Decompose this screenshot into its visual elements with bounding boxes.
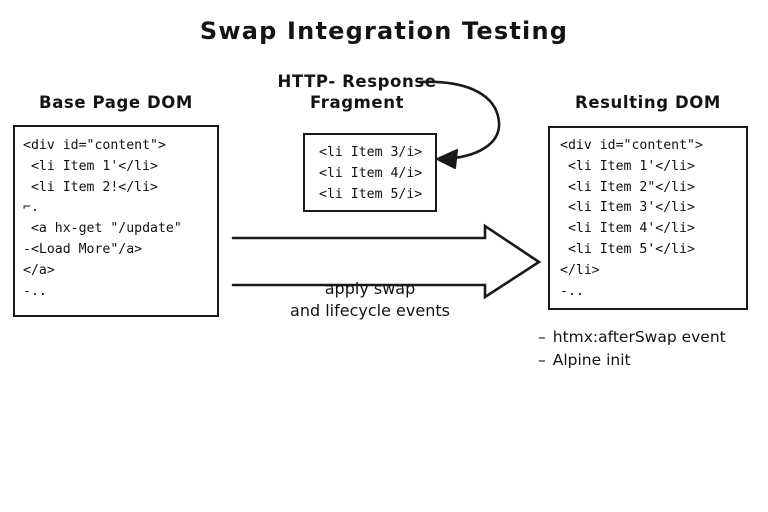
lifecycle-notes-list: – htmx:afterSwap event – Alpine init	[538, 326, 763, 372]
apply-swap-caption-line-2: and lifecycle events	[290, 301, 450, 320]
base-page-dom-box: <div id="content"> <li Item 1'</li> <li …	[13, 125, 219, 317]
resulting-dom-box: <div id="content"> <li Item 1'</li> <li …	[548, 126, 748, 310]
apply-swap-caption-line-1: apply swap	[324, 279, 416, 298]
note-after-swap-event: htmx:afterSwap event	[552, 328, 726, 346]
resulting-dom-code: <div id="content"> <li Item 1'</li> <li …	[560, 138, 703, 299]
page-title: Swap Integration Testing	[199, 17, 569, 45]
resulting-dom-heading: Resulting DOM	[575, 93, 721, 112]
apply-swap-caption: apply swap and lifecycle events	[235, 278, 505, 322]
bullet-dash-icon: –	[538, 351, 546, 369]
http-response-fragment-code: <li Item 3/i> <li Item 4/i> <li Item 5/i…	[319, 145, 423, 202]
base-page-dom-code: <div id="content"> <li Item 1'</li> <li …	[23, 138, 182, 299]
fragment-heading-line-1: HTTP- Response	[277, 72, 437, 91]
list-item: – Alpine init	[538, 349, 763, 372]
note-alpine-init: Alpine init	[552, 351, 631, 369]
http-response-fragment-box: <li Item 3/i> <li Item 4/i> <li Item 5/i…	[303, 133, 437, 212]
base-page-dom-heading: Base Page DOM	[39, 93, 193, 112]
http-response-fragment-heading: HTTP- Response Fragment	[277, 71, 437, 113]
list-item: – htmx:afterSwap event	[538, 326, 763, 349]
bullet-dash-icon: –	[538, 328, 546, 346]
fragment-heading-line-2: Fragment	[309, 93, 405, 112]
